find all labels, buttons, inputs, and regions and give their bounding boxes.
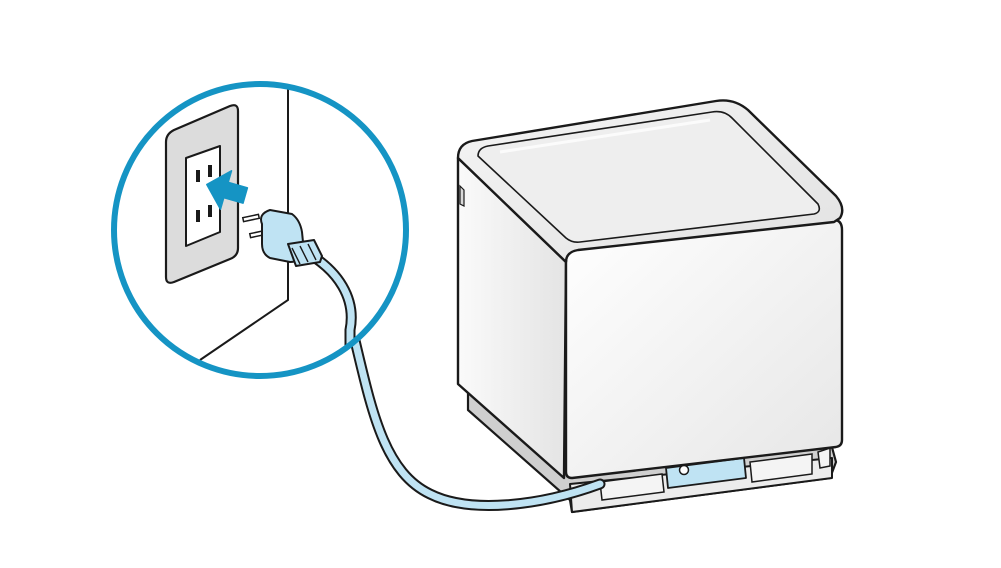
socket-slot-upper-right <box>208 165 212 177</box>
socket-slot-upper-left <box>196 170 200 182</box>
printer-lid-panel <box>477 110 821 243</box>
socket-slot-lower-left <box>196 210 200 222</box>
magnified-outlet-callout <box>111 81 409 379</box>
insert-arrow-icon <box>206 170 249 210</box>
slot-screw <box>678 464 690 476</box>
power-plug <box>241 209 323 267</box>
callout-ring <box>111 81 409 379</box>
socket-slot-lower-right <box>208 205 212 217</box>
printer-device <box>456 99 844 514</box>
power-cable <box>344 314 606 511</box>
wall-corner-line <box>199 84 289 361</box>
printer-front-panel <box>564 218 844 480</box>
